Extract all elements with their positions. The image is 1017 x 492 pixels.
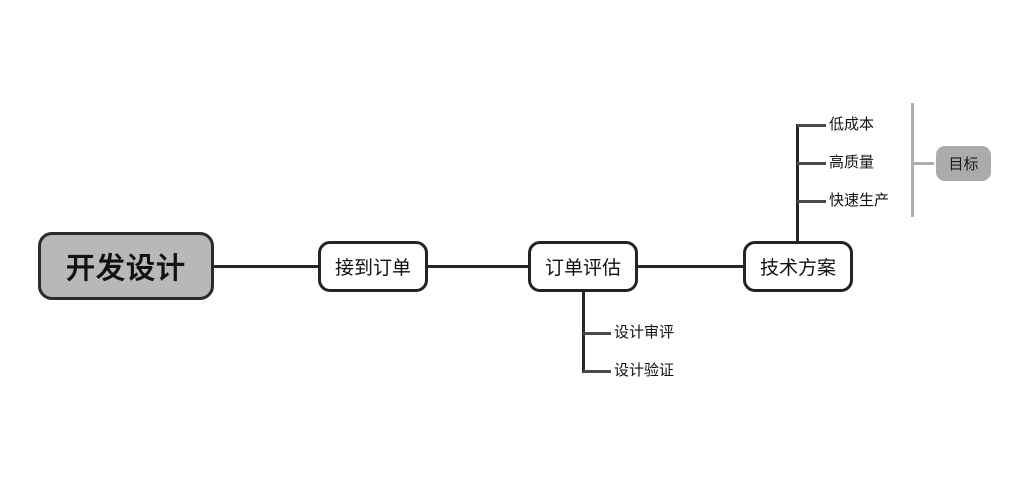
node-technical-solution[interactable]: 技术方案 [743,241,853,292]
connector-order-to-assess [427,265,529,268]
stub-design-review [583,332,611,335]
goal-bracket-vertical [911,103,914,217]
leaf-low-cost[interactable]: 低成本 [829,115,875,133]
connector-root-to-order [214,265,319,268]
node-root-label: 开发设计 [65,251,186,285]
node-order-assessment[interactable]: 订单评估 [528,241,638,292]
node-order-assessment-label: 订单评估 [544,257,621,279]
leaf-fast-production[interactable]: 快速生产 [829,191,890,209]
leaf-design-review[interactable]: 设计审评 [614,323,675,341]
node-goal-label: 目标 [948,155,979,173]
leaf-design-validation[interactable]: 设计验证 [614,361,675,379]
stub-high-quality [797,162,826,165]
node-receive-order[interactable]: 接到订单 [318,241,428,292]
spine-order-assessment-children [582,290,585,373]
node-root-development-design[interactable]: 开发设计 [38,232,214,300]
node-goal[interactable]: 目标 [936,146,991,181]
stub-fast-production [797,200,826,203]
leaf-high-quality[interactable]: 高质量 [829,153,875,171]
spine-technical-solution-children [796,124,799,243]
stub-low-cost [797,124,826,127]
stub-design-validation [583,370,611,373]
node-receive-order-label: 接到订单 [334,257,411,279]
goal-bracket-connector [914,162,934,165]
connector-assess-to-tech [638,265,744,268]
node-technical-solution-label: 技术方案 [759,257,836,279]
